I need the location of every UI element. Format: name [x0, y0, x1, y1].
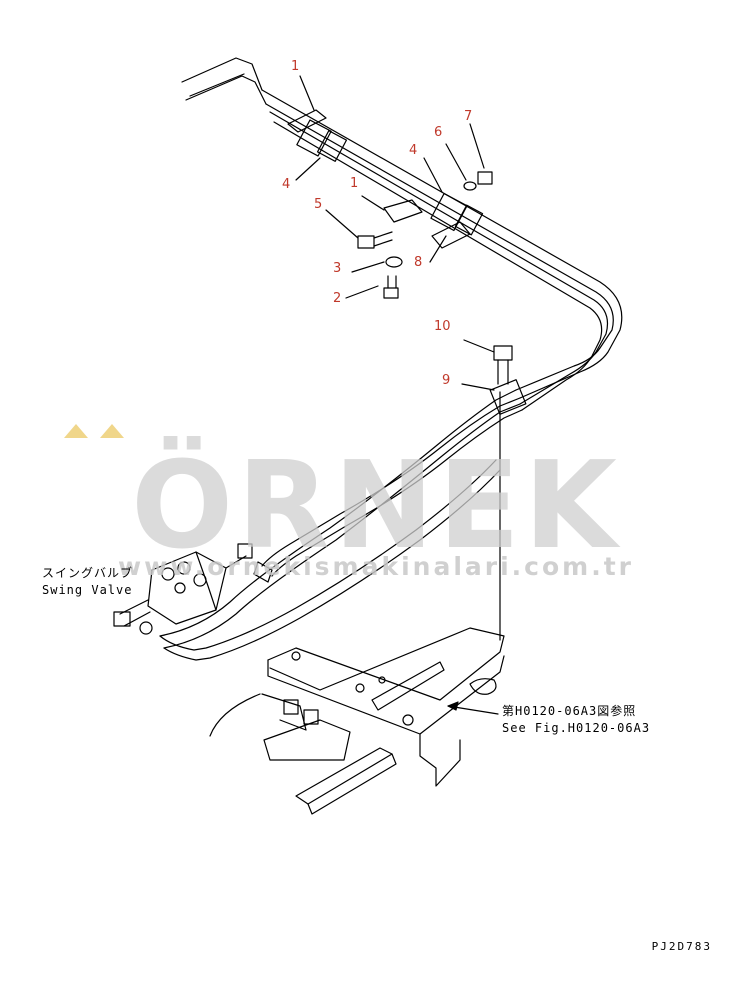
hose — [159, 459, 497, 651]
bracket — [287, 109, 327, 133]
hose — [261, 397, 521, 567]
callout-3: 3 — [333, 261, 342, 276]
washer-3 — [385, 256, 403, 268]
callout-4: 4 — [409, 143, 418, 158]
bolt-10 — [493, 345, 513, 385]
reference-label-jp: 第H0120-06A3図参照 — [502, 704, 637, 718]
leader — [361, 195, 385, 211]
callout-10: 10 — [434, 319, 451, 334]
spacer-8 — [431, 221, 471, 249]
callout-4: 4 — [282, 177, 291, 192]
drawing-code: PJ2D783 — [651, 940, 712, 953]
callout-7: 7 — [464, 109, 473, 124]
pipe-upper-end — [185, 75, 267, 105]
pipe-upper-end — [181, 57, 263, 91]
pipe-main — [269, 111, 609, 405]
callout-5: 5 — [314, 197, 323, 212]
hose — [271, 409, 523, 577]
callout-1: 1 — [291, 59, 300, 74]
pipe-main — [273, 121, 603, 411]
pipe-lower-end — [189, 73, 245, 97]
hose-fitting — [253, 561, 273, 583]
callout-9: 9 — [442, 373, 451, 388]
hose — [163, 469, 501, 661]
callout-2: 2 — [333, 291, 342, 306]
hose — [159, 389, 517, 637]
swing-valve — [113, 543, 253, 635]
frame — [209, 627, 505, 815]
pipe-clamp — [296, 119, 332, 157]
bolt-5 — [357, 231, 393, 249]
leader — [463, 339, 495, 353]
swing-valve-label-jp: スイングバルブ — [42, 566, 134, 580]
bolt-2 — [383, 275, 399, 299]
leader — [469, 123, 485, 169]
watermark-accent — [100, 424, 124, 438]
watermark-accent — [64, 424, 88, 438]
leader — [299, 75, 315, 111]
watermark-brand: ÖRNEK — [131, 437, 621, 576]
leader — [429, 235, 447, 263]
leader — [325, 209, 359, 239]
arrowhead — [447, 701, 459, 711]
leader — [295, 157, 321, 181]
pipe-clamp — [454, 204, 484, 236]
leader — [445, 143, 467, 181]
callout-8: 8 — [414, 255, 423, 270]
callout-1: 1 — [350, 176, 359, 191]
leader — [461, 383, 495, 391]
watermark-url: www.ornekismakinalari.com.tr — [118, 552, 634, 581]
reference-label-en: See Fig.H0120-06A3 — [502, 721, 651, 735]
bracket — [383, 199, 423, 223]
leader — [423, 157, 443, 193]
swing-valve-label-en: Swing Valve — [42, 583, 133, 597]
pipe-band — [489, 379, 527, 415]
pipe-clamp — [316, 130, 348, 162]
pipe-main — [265, 103, 614, 391]
callout-6: 6 — [434, 125, 443, 140]
pipe-main — [261, 89, 623, 399]
leader — [345, 285, 379, 299]
leader — [351, 261, 385, 273]
nut-7 — [477, 171, 493, 185]
hose — [163, 403, 521, 649]
washer-6 — [463, 181, 477, 191]
